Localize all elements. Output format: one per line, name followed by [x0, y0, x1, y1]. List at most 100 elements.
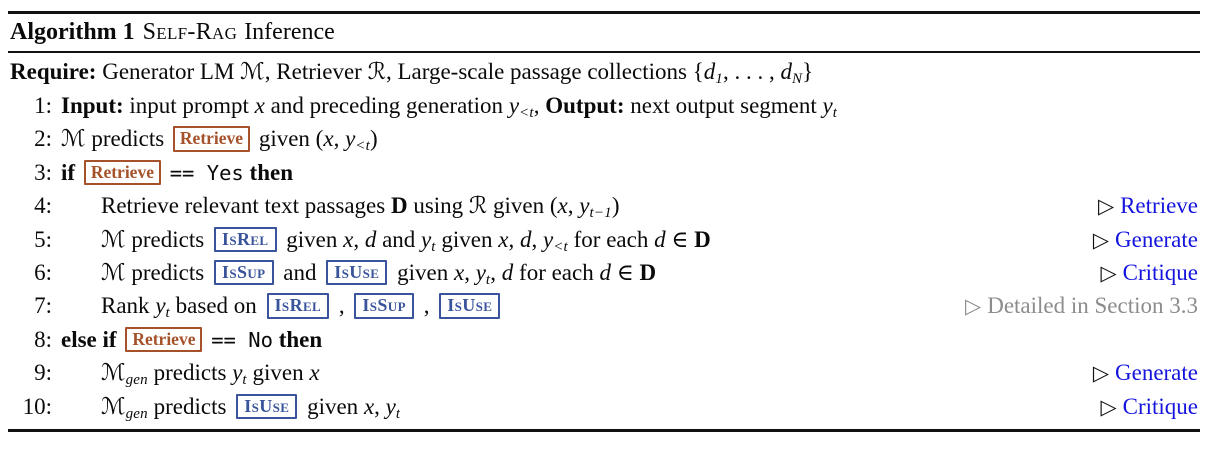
token-bold: then: [272, 326, 323, 352]
line-comment: ▷Generate: [1083, 356, 1198, 390]
token-bfD: D: [390, 193, 408, 219]
token-text: given (: [253, 126, 324, 152]
token-var: x: [323, 126, 334, 152]
token-var: y: [579, 193, 590, 219]
algorithm-name: Self-Rag: [142, 19, 238, 45]
algo-line-5: 5:ℳ predicts IsRel given x, d and yt giv…: [10, 223, 1198, 256]
token-sub: <t: [553, 238, 568, 255]
token-var: x: [254, 93, 265, 118]
token-text: ): [369, 126, 378, 152]
token-sub: t: [165, 305, 170, 322]
token-var: y: [508, 93, 520, 118]
token-text: predicts: [85, 126, 170, 152]
algo-line-9: 9:ℳgen predicts yt given x▷Generate: [10, 356, 1198, 389]
line-comment: ▷Retrieve: [1088, 189, 1198, 223]
retrieve-token-badge: Retrieve: [172, 126, 251, 152]
isrel-token-badge: IsRel: [266, 293, 330, 319]
title-separator-rule: [8, 51, 1200, 53]
line-comment: ▷Generate: [1083, 223, 1198, 257]
algo-line-7: 7:Rank yt based on IsRel , IsSup , IsUse…: [10, 289, 1198, 322]
token-text: given: [301, 393, 364, 419]
token-sub: N: [791, 71, 803, 87]
token-cal: ℳ: [101, 259, 126, 286]
algo-line-3: 3:if Retrieve == Yes then: [10, 156, 1198, 189]
token-text: ,: [333, 126, 346, 152]
line-content: Input: input prompt x and preceding gene…: [61, 89, 837, 130]
token-text: and: [277, 259, 323, 285]
token-sub: t−1: [589, 205, 612, 222]
line-content: ℳ predicts IsSup and IsUse given x, yt, …: [61, 256, 656, 297]
line-comment: ▷Critique: [1090, 390, 1198, 424]
comment-triangle-icon: ▷: [1092, 361, 1109, 386]
token-var: y: [345, 126, 356, 152]
token-text: Rank: [101, 293, 156, 319]
token-var: y: [542, 226, 554, 252]
algorithm-lines: 1:Input: input prompt x and preceding ge…: [10, 89, 1198, 423]
token-cal: ℛ: [468, 193, 488, 220]
require-line: Require: Generator LM ℳ, Retriever ℛ, La…: [10, 55, 1198, 89]
token-var: d: [519, 226, 532, 252]
token-var: x: [453, 259, 465, 285]
line-content: ℳ predicts IsRel given x, d and yt given…: [61, 223, 711, 264]
line-number: 8:: [34, 326, 52, 352]
token-var: d: [501, 259, 514, 285]
issup-token-badge: IsSup: [354, 293, 414, 319]
comment-triangle-icon: ▷: [1100, 394, 1117, 419]
comment-label: Generate: [1115, 226, 1198, 252]
line-comment: ▷Detailed in Section 3.3: [955, 289, 1198, 323]
line-number: 2:: [34, 126, 52, 152]
token-text: input prompt: [123, 93, 255, 118]
isuse-token-badge: IsUse: [439, 293, 501, 319]
issup-token-badge: IsSup: [213, 259, 274, 286]
algo-line-1: 1:Input: input prompt x and preceding ge…: [10, 89, 1198, 122]
token-var: y: [155, 293, 166, 319]
token-text: and: [376, 226, 422, 252]
token-text: ∈: [610, 259, 640, 285]
line-number: 6:: [34, 259, 52, 285]
token-text: }: [802, 59, 814, 84]
token-sub: t: [242, 372, 247, 389]
token-text: predicts: [147, 360, 233, 386]
token-text: predicts: [147, 393, 233, 419]
token-sub: t: [431, 238, 436, 255]
token-text: ,: [374, 393, 386, 419]
retrieve-token-badge: Retrieve: [83, 159, 161, 185]
token-cal: ℳ: [101, 393, 126, 420]
comment-label: Generate: [1115, 360, 1198, 386]
token-cal: ℳ: [61, 126, 86, 153]
token-text: predicts: [125, 226, 210, 252]
line-content: ℳ predicts Retrieve given (x, y<t): [61, 122, 378, 163]
token-text: , Retriever: [264, 59, 368, 84]
token-text: ,: [353, 226, 365, 252]
line-number: 10:: [22, 393, 52, 419]
line-number: 9:: [34, 360, 52, 386]
token-var: y: [421, 226, 432, 252]
token-var: x: [498, 226, 509, 252]
algorithm-body: Require: Generator LM ℳ, Retriever ℛ, La…: [8, 53, 1200, 423]
token-var: d: [654, 226, 666, 252]
retrieve-token-badge: Retrieve: [125, 326, 203, 352]
token-text: given: [435, 226, 499, 252]
token-text: given: [391, 259, 454, 285]
token-bold: then: [243, 159, 293, 185]
algo-line-8: 8:else if Retrieve == No then: [10, 323, 1198, 356]
token-text: ,: [531, 226, 543, 252]
token-text: based on: [169, 293, 263, 319]
token-var: d: [599, 259, 611, 285]
token-cal: ℳ: [101, 360, 126, 387]
algo-line-10: 10:ℳgen predicts IsUse given x, yt▷Criti…: [10, 390, 1198, 423]
isuse-token-badge: IsUse: [326, 259, 388, 286]
comment-label: Detailed in Section 3.3: [987, 293, 1198, 319]
algo-line-2: 2: ℳ predicts Retrieve given (x, y<t): [10, 122, 1198, 155]
token-bold: if: [61, 159, 81, 185]
bottom-rule: [8, 428, 1200, 432]
token-var: y: [232, 360, 243, 386]
token-text: using: [407, 193, 469, 219]
token-sub: gen: [125, 405, 148, 422]
token-var: y: [475, 259, 486, 285]
token-cal: ℳ: [101, 226, 126, 253]
algo-line-4: 4:Retrieve relevant text passages D usin…: [10, 189, 1198, 222]
token-text: Retrieve relevant text passages: [101, 193, 391, 219]
token-sub: <t: [355, 138, 370, 155]
